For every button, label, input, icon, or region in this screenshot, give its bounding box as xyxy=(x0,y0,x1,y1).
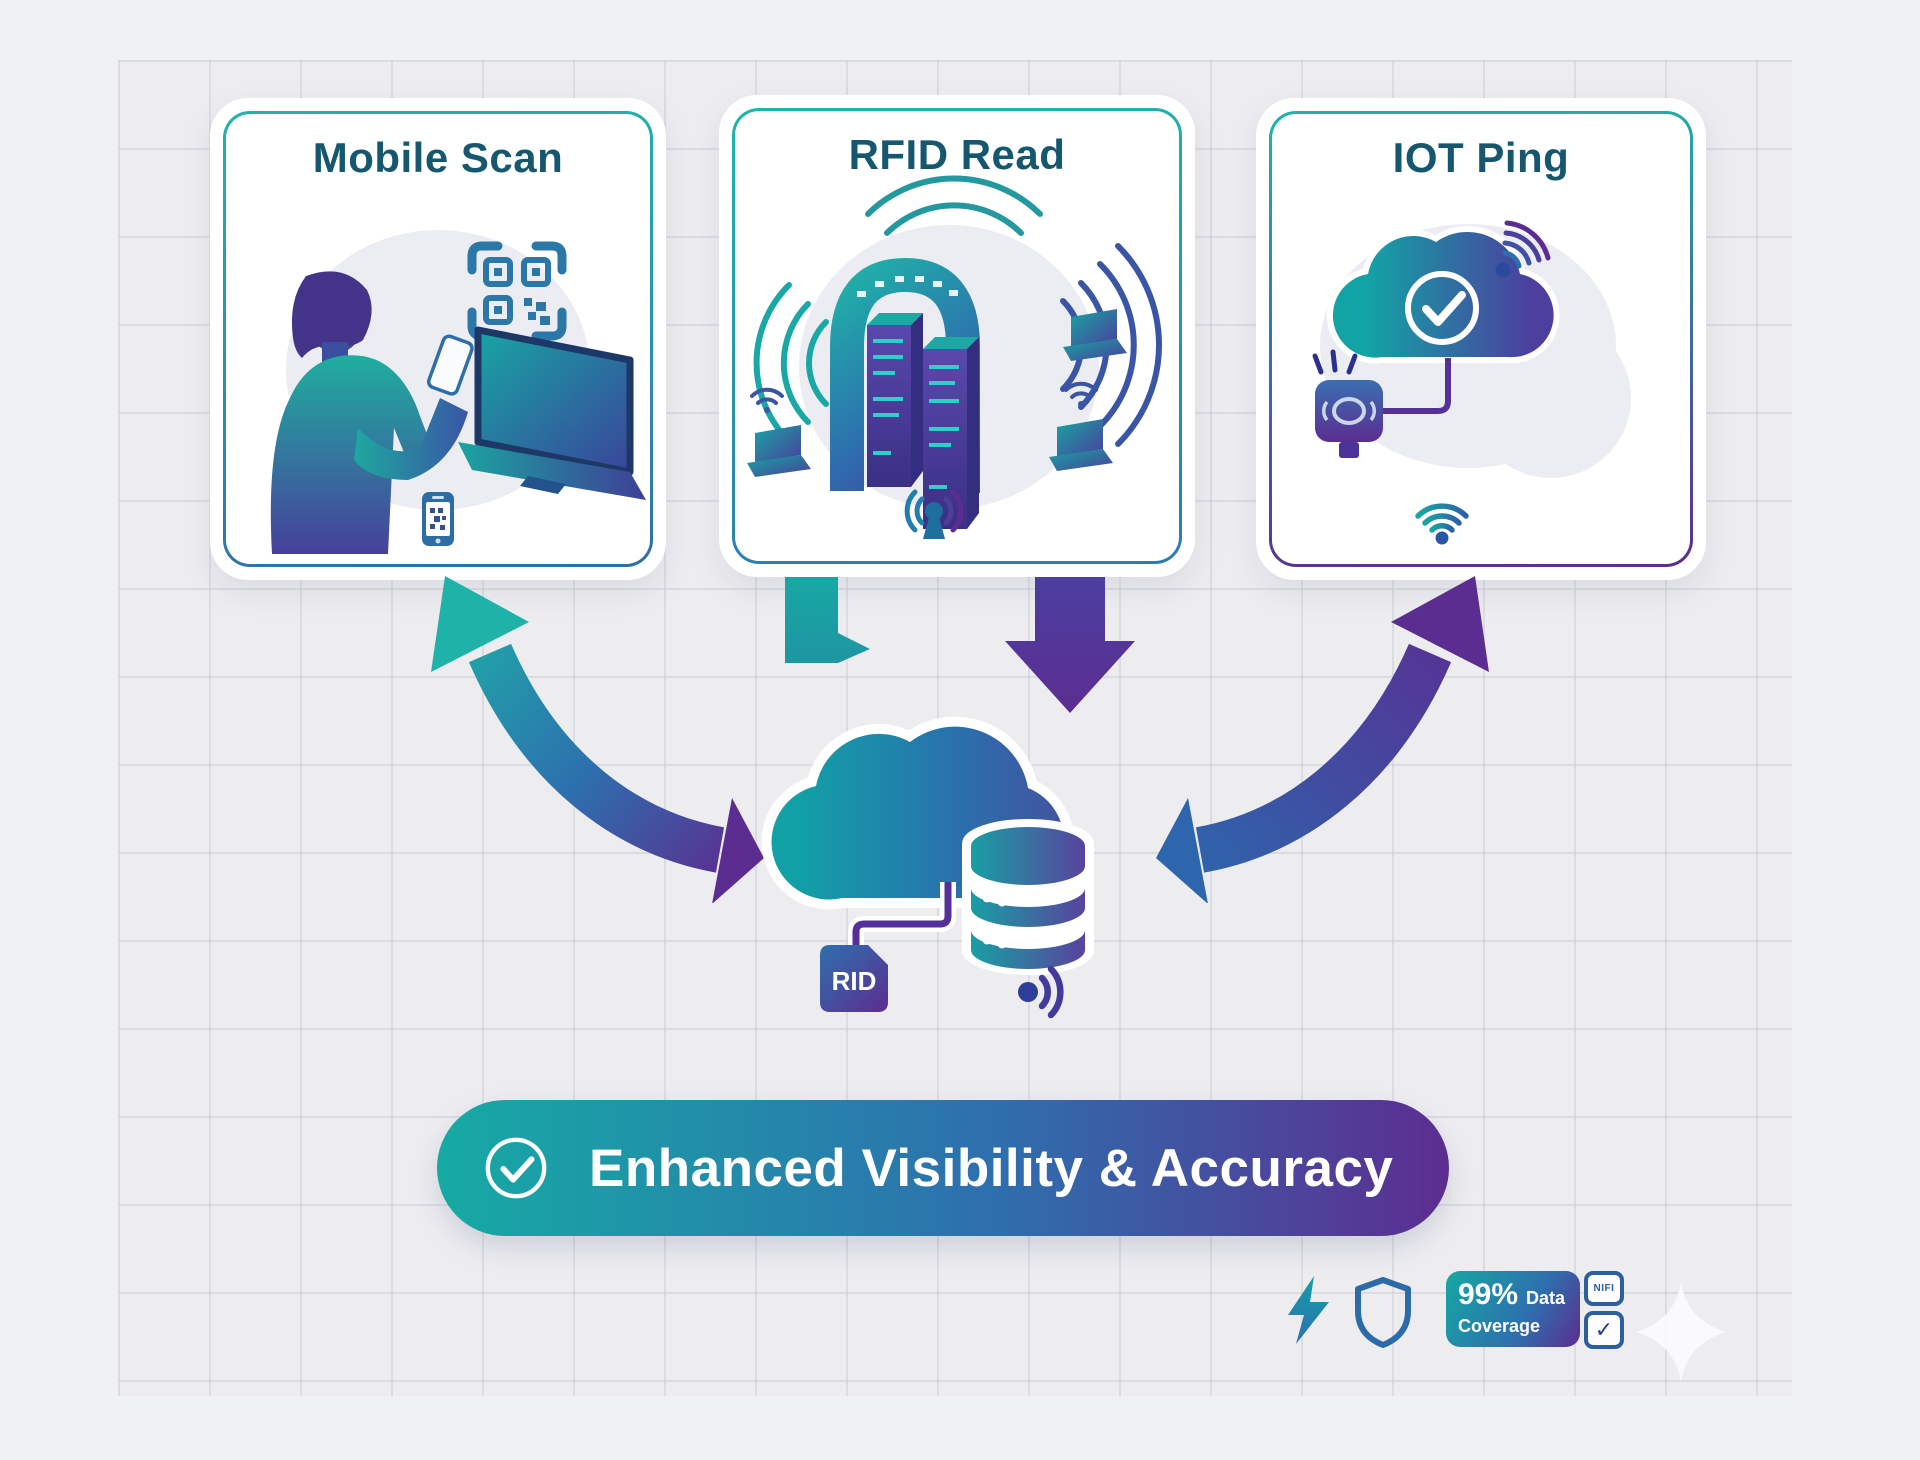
data-coverage-badge: 99% Data Coverage xyxy=(1446,1271,1580,1347)
checkmark-circle xyxy=(1405,271,1479,345)
card-title-mobile-scan: Mobile Scan xyxy=(312,134,564,181)
coverage-word-coverage: Coverage xyxy=(1458,1316,1541,1336)
coverage-word-data: Data xyxy=(1526,1288,1566,1308)
rfid-chip-label: RID xyxy=(832,966,877,996)
card-mobile-scan: Mobile Scan xyxy=(210,98,666,580)
laptop-bottom-right-icon xyxy=(1049,419,1113,471)
card-title-rfid-read: RFID Read xyxy=(848,131,1066,178)
arrow-mobile-to-cloud xyxy=(431,576,764,903)
arrow-rfid-to-cloud-right xyxy=(1005,577,1135,713)
arrowhead-up-right xyxy=(1391,576,1489,672)
server-rack-icon xyxy=(867,313,979,529)
database-icon xyxy=(962,819,1094,975)
card-title-iot-ping: IOT Ping xyxy=(1392,134,1570,181)
rfid-chip-icon: RID xyxy=(820,945,888,1012)
arrowhead-to-cloud xyxy=(712,798,764,903)
lightning-icon xyxy=(1288,1276,1329,1344)
check-chip-glyph: ✓ xyxy=(1594,1317,1614,1342)
arrow-iot-to-cloud xyxy=(1156,576,1489,903)
device-wire xyxy=(1383,358,1451,414)
wifi-small-left xyxy=(750,387,784,413)
rfid-read-illustration xyxy=(747,175,1162,539)
arrow-rfid-to-cloud-left xyxy=(785,577,870,663)
arrowhead-up-left xyxy=(431,576,529,672)
phone-in-hand-icon xyxy=(426,334,474,396)
card-iot-ping: IOT Ping xyxy=(1256,98,1706,580)
wifi-icon xyxy=(1415,503,1469,545)
antenna-icon xyxy=(904,489,964,539)
central-hub: RID xyxy=(761,716,1094,1019)
mobile-scan-illustration xyxy=(270,230,646,554)
benefit-banner: Enhanced Visibility & Accuracy xyxy=(437,1100,1449,1236)
rfid-portal-arch xyxy=(830,257,980,493)
ping-dot-icon xyxy=(1018,965,1064,1019)
ping-signal-icon xyxy=(1495,220,1551,278)
card-rfid-read: RFID Read xyxy=(719,95,1195,577)
person-scanning xyxy=(270,271,474,554)
rfid-waves-left xyxy=(753,282,829,444)
cloud-check-icon xyxy=(1326,226,1560,364)
laptop-bottom-left-icon xyxy=(747,425,811,477)
shield-icon xyxy=(1355,1277,1411,1348)
rfid-waves-top xyxy=(865,175,1043,236)
check-chip-badge: ✓ xyxy=(1584,1311,1624,1349)
wifi-chip-badge: NIFI xyxy=(1584,1271,1624,1306)
phone-qr-icon xyxy=(422,492,454,546)
check-circle-icon xyxy=(485,1137,547,1199)
banner-label: Enhanced Visibility & Accuracy xyxy=(589,1138,1394,1198)
coverage-percent: 99% xyxy=(1458,1278,1519,1311)
sparkle-icon xyxy=(1636,1282,1726,1382)
chip-wire xyxy=(852,882,952,945)
arch-lights xyxy=(857,276,958,297)
laptop-icon xyxy=(458,326,646,500)
laptop-top-right-icon xyxy=(1063,309,1127,361)
arrowhead-to-cloud xyxy=(1156,798,1208,903)
iot-sensor-icon xyxy=(1312,349,1383,458)
wifi-chip-label: NIFI xyxy=(1593,1283,1615,1294)
wifi-small-right xyxy=(1064,381,1098,407)
iot-ping-illustration xyxy=(1312,220,1631,545)
